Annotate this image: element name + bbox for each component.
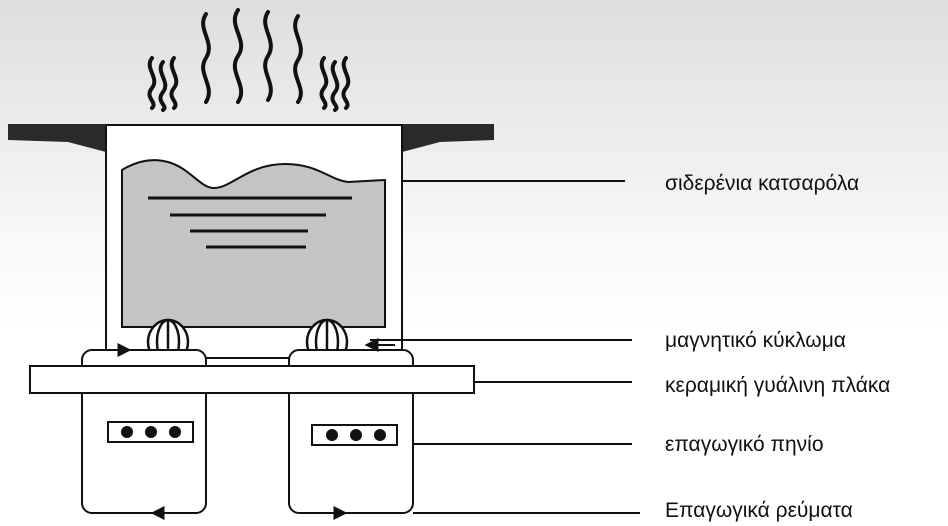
- label-induction-coil: επαγωγικό πηνίο: [665, 433, 824, 456]
- liquid-contents: [121, 159, 386, 328]
- label-magnetic-circuit: μαγνητικό κύκλωμα: [665, 329, 846, 352]
- coil-winding-right: [311, 424, 398, 446]
- label-ceramic-glass-plate: κεραμική γυάλινη πλάκα: [665, 374, 891, 397]
- leader-lines: [370, 180, 640, 514]
- steam-lines: [147, 8, 351, 112]
- liquid-ripple-lines: [148, 196, 352, 249]
- counter-top-left: [8, 124, 106, 152]
- ceramic-glass-plate: [29, 365, 475, 394]
- label-iron-pot: σιδερένια κατσαρόλα: [665, 172, 860, 195]
- label-induced-currents: Επαγωγικά ρεύματα: [665, 499, 853, 522]
- coil-winding-left: [107, 421, 194, 443]
- counter-top-right: [402, 124, 494, 152]
